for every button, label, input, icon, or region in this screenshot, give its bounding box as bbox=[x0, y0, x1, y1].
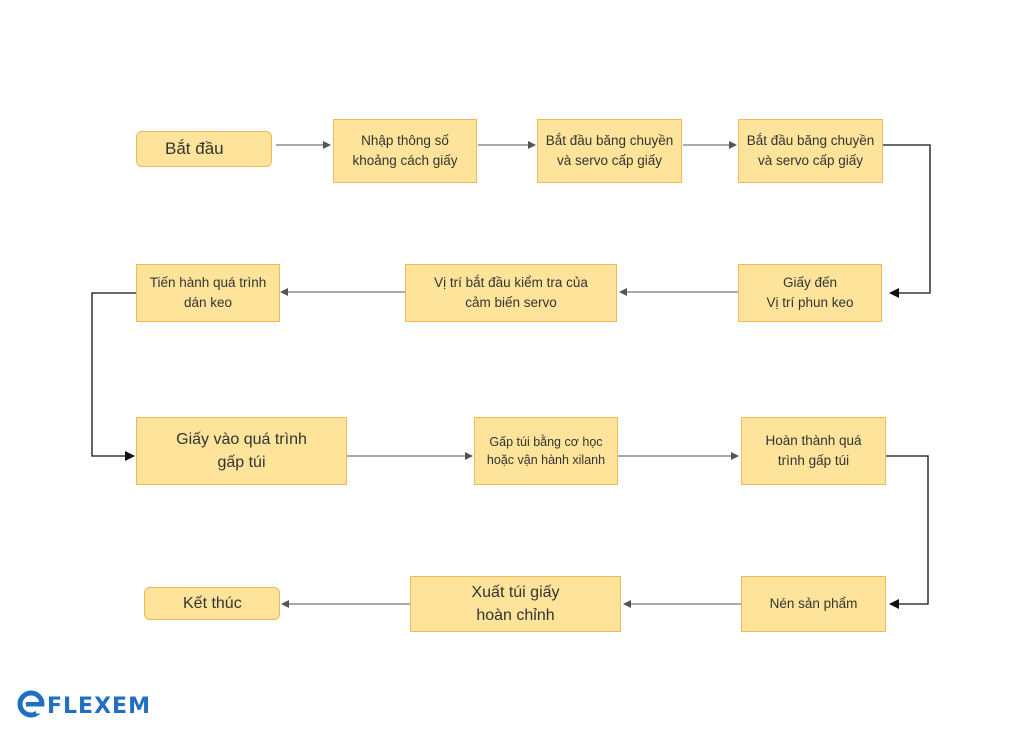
arrow-glue-process-to-folding bbox=[91, 292, 136, 461]
node-glue-process: Tiến hành quá trình dán keo bbox=[136, 264, 280, 322]
node-press-product-label: Nén sản phẩm bbox=[769, 596, 858, 612]
arrow-complete-to-press bbox=[886, 455, 929, 609]
node-output-bag: Xuất túi giấy hoàn chỉnh bbox=[410, 576, 621, 632]
node-fold-method-label: Gấp túi bằng cơ học hoặc vận hành xilanh bbox=[486, 434, 606, 467]
node-input-spacing: Nhập thông số khoảng cách giấy bbox=[333, 119, 477, 183]
node-paper-to-glue-label: Giấy đến Vị trí phun keo bbox=[766, 275, 854, 310]
node-start-conveyor-2: Bắt đầu băng chuyền và servo cấp giấy bbox=[738, 119, 883, 183]
node-fold-complete: Hoàn thành quá trình gấp túi bbox=[741, 417, 886, 485]
node-output-bag-label: Xuất túi giấy hoàn chỉnh bbox=[471, 583, 560, 624]
flexem-e-icon bbox=[17, 690, 45, 723]
node-sensor-check-label: Vị trí bắt đầu kiểm tra của cảm biến ser… bbox=[434, 275, 588, 310]
node-paper-to-folding: Giấy vào quá trình gấp túi bbox=[136, 417, 347, 485]
node-start-label: Bắt đầu bbox=[165, 138, 224, 158]
node-start-conveyor-1-label: Bắt đầu băng chuyền và servo cấp giấy bbox=[545, 133, 674, 168]
node-glue-process-label: Tiến hành quá trình dán keo bbox=[149, 275, 267, 310]
node-paper-to-folding-label: Giấy vào quá trình gấp túi bbox=[176, 430, 307, 471]
node-start-conveyor-1: Bắt đầu băng chuyền và servo cấp giấy bbox=[537, 119, 682, 183]
node-press-product: Nén sản phẩm bbox=[741, 576, 886, 632]
flexem-logo: FLEXEM bbox=[17, 690, 151, 723]
node-start-conveyor-2-label: Bắt đầu băng chuyền và servo cấp giấy bbox=[746, 133, 875, 168]
node-paper-to-glue: Giấy đến Vị trí phun keo bbox=[738, 264, 882, 322]
arrow-conveyor2-to-glue-position bbox=[883, 144, 931, 298]
node-start: Bắt đầu bbox=[136, 131, 272, 167]
node-end-label: Kết thúc bbox=[183, 594, 242, 612]
node-input-spacing-label: Nhập thông số khoảng cách giấy bbox=[352, 133, 458, 168]
node-fold-complete-label: Hoàn thành quá trình gấp túi bbox=[765, 433, 862, 468]
node-sensor-check: Vị trí bắt đầu kiểm tra của cảm biến ser… bbox=[405, 264, 617, 322]
flexem-logo-text: FLEXEM bbox=[47, 694, 151, 719]
node-fold-method: Gấp túi bằng cơ học hoặc vận hành xilanh bbox=[474, 417, 618, 485]
node-end: Kết thúc bbox=[144, 587, 280, 620]
